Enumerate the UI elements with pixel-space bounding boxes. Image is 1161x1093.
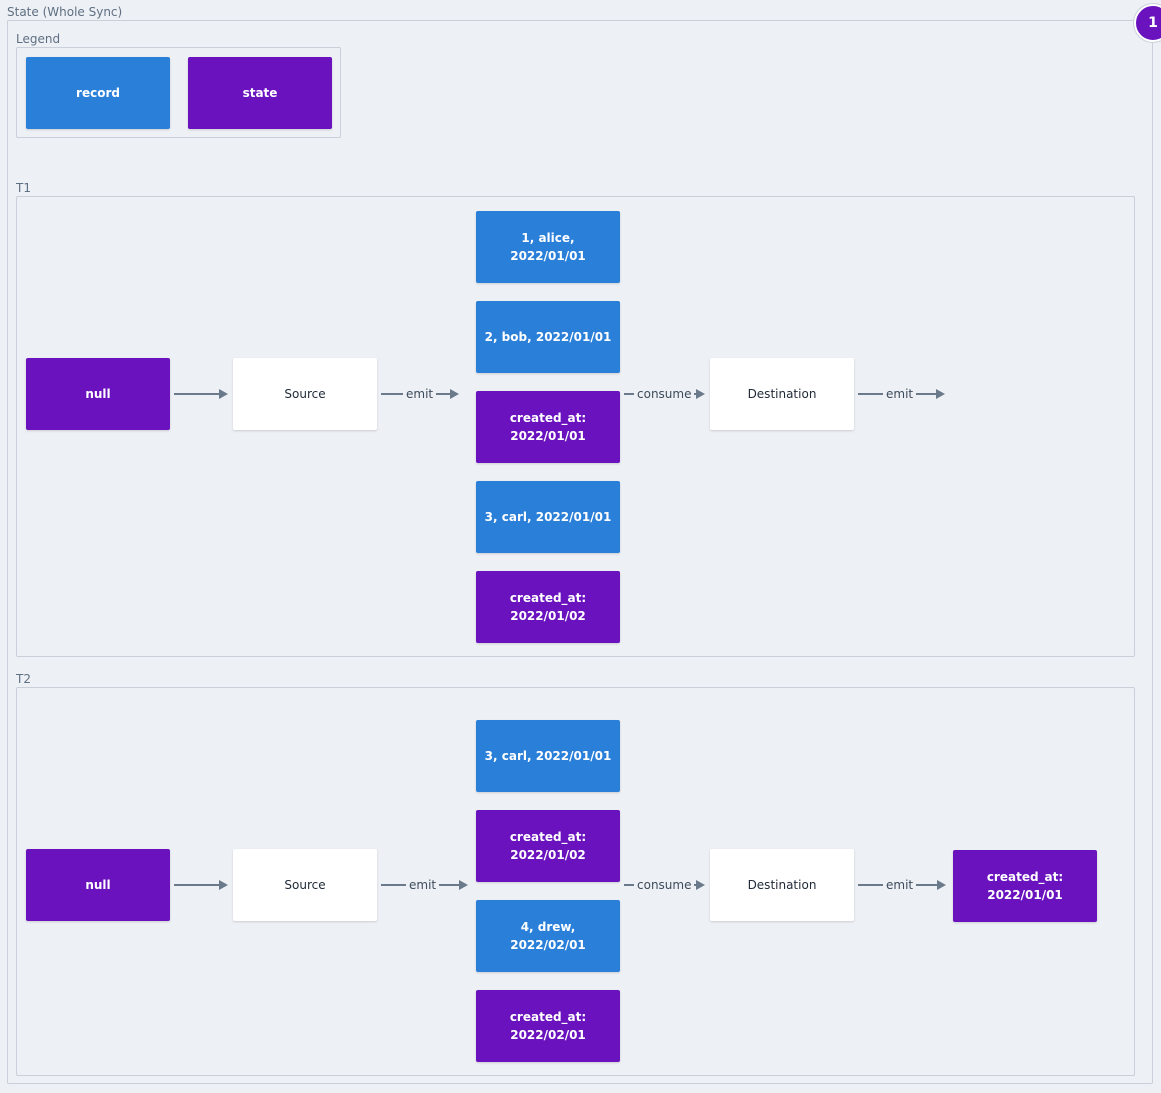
t2-consume-label: consume [634, 878, 695, 892]
t1-dest-emit-label: emit [883, 387, 917, 401]
t1-message-3[interactable]: created_at: 2022/01/01 [476, 391, 620, 463]
t2-message-4[interactable]: created_at: 2022/02/01 [476, 990, 620, 1062]
t2-message-1[interactable]: 3, carl, 2022/01/01 [476, 720, 620, 792]
t2-output-state[interactable]: created_at: 2022/01/01 [953, 850, 1097, 922]
t2-emit-label: emit [406, 878, 440, 892]
legend-state[interactable]: state [188, 57, 332, 129]
t2-dest-emit-label: emit [883, 878, 917, 892]
legend-title: Legend [16, 32, 61, 46]
legend-record[interactable]: record [26, 57, 170, 129]
step-badge[interactable]: 1 [1134, 4, 1161, 42]
t1-source[interactable]: Source [233, 358, 377, 430]
t1-message-4[interactable]: 3, carl, 2022/01/01 [476, 481, 620, 553]
t1-arrow-dest-emit: emit [858, 385, 945, 403]
t2-message-3[interactable]: 4, drew, 2022/02/01 [476, 900, 620, 972]
t2-start-state[interactable]: null [26, 849, 170, 921]
diagram-title: State (Whole Sync) [7, 5, 123, 19]
t1-consume-label: consume [634, 387, 695, 401]
t2-arrow-emit: emit [381, 876, 468, 894]
t1-start-state[interactable]: null [26, 358, 170, 430]
t1-arrow-consume: consume [624, 385, 705, 403]
t1-destination[interactable]: Destination [710, 358, 854, 430]
t2-source[interactable]: Source [233, 849, 377, 921]
t1-message-2[interactable]: 2, bob, 2022/01/01 [476, 301, 620, 373]
t2-message-2[interactable]: created_at: 2022/01/02 [476, 810, 620, 882]
t1-title: T1 [16, 181, 31, 195]
t2-arrow-dest-emit: emit [858, 876, 946, 894]
t1-message-5[interactable]: created_at: 2022/01/02 [476, 571, 620, 643]
t2-arrow-consume: consume [624, 876, 705, 894]
t2-title: T2 [16, 672, 31, 686]
t1-emit-label: emit [403, 387, 437, 401]
t2-arrow-null-source [174, 876, 228, 894]
t2-destination[interactable]: Destination [710, 849, 854, 921]
t1-arrow-emit: emit [381, 385, 459, 403]
t1-message-1[interactable]: 1, alice, 2022/01/01 [476, 211, 620, 283]
t1-arrow-null-source [174, 385, 228, 403]
